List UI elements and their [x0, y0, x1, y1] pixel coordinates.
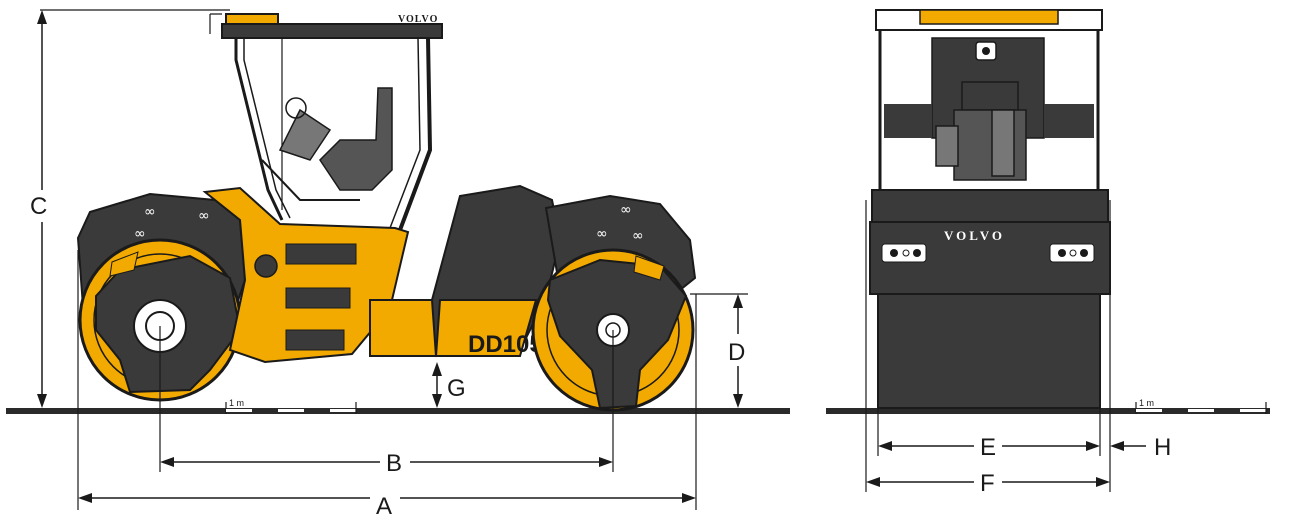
front-scale-bar: 1 m: [1135, 398, 1267, 414]
label-f: F: [980, 470, 995, 497]
front-drum-housing: ∞ ∞ ∞: [531, 194, 697, 412]
dimension-e: E: [878, 434, 1100, 461]
front-ground-line: [826, 408, 1270, 414]
front-drum: [877, 293, 1101, 409]
front-body: VOLVO: [869, 189, 1111, 295]
side-view: 1 m VOLVO: [6, 9, 790, 514]
brand-front-label: VOLVO: [944, 228, 1005, 243]
dimension-g: G: [432, 362, 466, 408]
label-e: E: [980, 434, 996, 461]
side-scale-bar: 1 m: [225, 398, 357, 414]
front-reference-lines: [865, 200, 1111, 492]
svg-text:∞: ∞: [632, 228, 644, 244]
side-ground-line: [6, 408, 790, 414]
dimension-c: C: [30, 10, 47, 408]
front-operator-seat: [935, 81, 1027, 181]
side-scale-label: 1 m: [229, 398, 244, 408]
svg-text:∞: ∞: [144, 204, 156, 220]
main-chassis: [202, 186, 410, 364]
front-scale-label: 1 m: [1139, 398, 1154, 408]
dimension-f: F: [866, 470, 1110, 497]
dimension-a: A: [78, 493, 696, 514]
label-h: H: [1154, 434, 1171, 461]
model-label: DD105: [468, 331, 543, 358]
svg-text:∞: ∞: [198, 208, 210, 224]
svg-text:∞: ∞: [134, 226, 146, 242]
front-frame: DD105: [430, 184, 562, 358]
svg-text:∞: ∞: [596, 226, 608, 242]
dimension-d: D: [728, 294, 745, 408]
rear-drum-housing: ∞ ∞ ∞: [76, 192, 247, 402]
rops-canopy: [209, 13, 443, 231]
svg-text:∞: ∞: [620, 202, 632, 218]
operator-station: [261, 87, 393, 201]
side-reference-lines: [40, 9, 748, 510]
label-b: B: [386, 450, 402, 477]
dimension-h: H: [1110, 434, 1171, 461]
label-a: A: [376, 493, 392, 514]
front-view: 1 m VOLVO: [826, 9, 1270, 497]
label-d: D: [728, 339, 745, 366]
dimension-b: B: [160, 450, 613, 477]
label-g: G: [447, 375, 466, 402]
label-c: C: [30, 193, 47, 220]
brand-top-label: VOLVO: [398, 14, 438, 25]
